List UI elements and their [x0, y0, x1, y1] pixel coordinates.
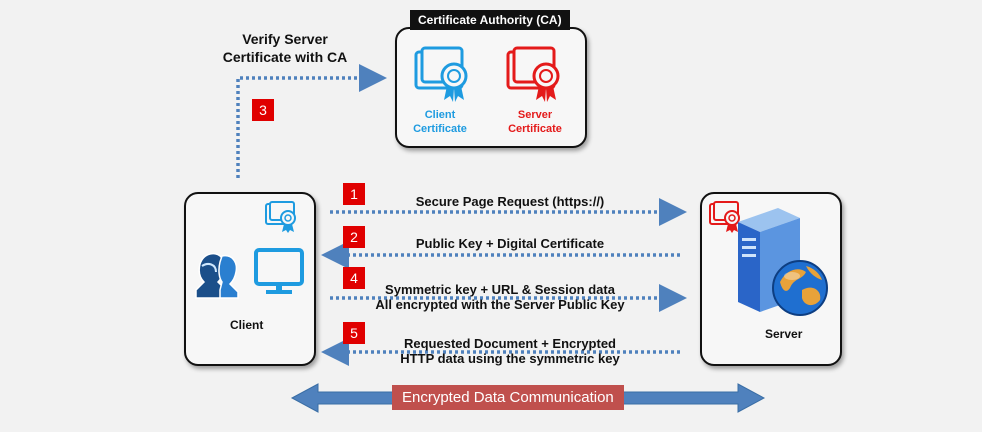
server-certificate-label: Server Certificate [502, 108, 568, 136]
step-badge-4: 4 [343, 267, 365, 289]
monitor-icon [254, 248, 304, 294]
client-certificate-icon [414, 46, 468, 102]
client-cert-label-line2: Certificate [413, 123, 467, 135]
verify-label-line2: Certificate with CA [222, 49, 348, 65]
verify-label-line1: Verify Server [242, 31, 328, 47]
step2-text: Public Key + Digital Certificate [415, 236, 605, 251]
server-cert-label-line1: Server [517, 109, 553, 121]
step5-text-line1: Requested Document + Encrypted [403, 336, 617, 351]
client-small-certificate-icon [265, 201, 296, 233]
ca-title: Certificate Authority (CA) [410, 10, 570, 30]
server-label: Server [765, 327, 803, 341]
step4-text-line1: Symmetric key + URL & Session data [385, 282, 615, 297]
server-certificate-icon [506, 46, 560, 102]
verify-label: Verify Server Certificate with CA [220, 30, 350, 66]
globe-icon [772, 260, 828, 316]
step5-text: Requested Document + Encrypted HTTP data… [330, 336, 690, 366]
step1-text: Secure Page Request (https://) [415, 194, 605, 209]
server-small-certificate-icon [709, 201, 740, 233]
client-certificate-label: Client Certificate [410, 108, 470, 136]
server-cert-label-line2: Certificate [508, 123, 562, 135]
client-cert-label-line1: Client [424, 109, 456, 121]
users-icon [195, 252, 239, 299]
verify-arrow [236, 64, 387, 178]
step-badge-5: 5 [343, 322, 365, 344]
step5-text-line2: HTTP data using the symmetric key [400, 351, 620, 366]
step-badge-2: 2 [343, 226, 365, 248]
step4-text: Symmetric key + URL & Session data All e… [320, 282, 680, 312]
step-badge-3: 3 [252, 99, 274, 121]
encrypted-communication-label: Encrypted Data Communication [392, 385, 624, 410]
step4-text-line2: All encrypted with the Server Public Key [375, 297, 625, 312]
client-label: Client [230, 318, 264, 332]
step-badge-1: 1 [343, 183, 365, 205]
